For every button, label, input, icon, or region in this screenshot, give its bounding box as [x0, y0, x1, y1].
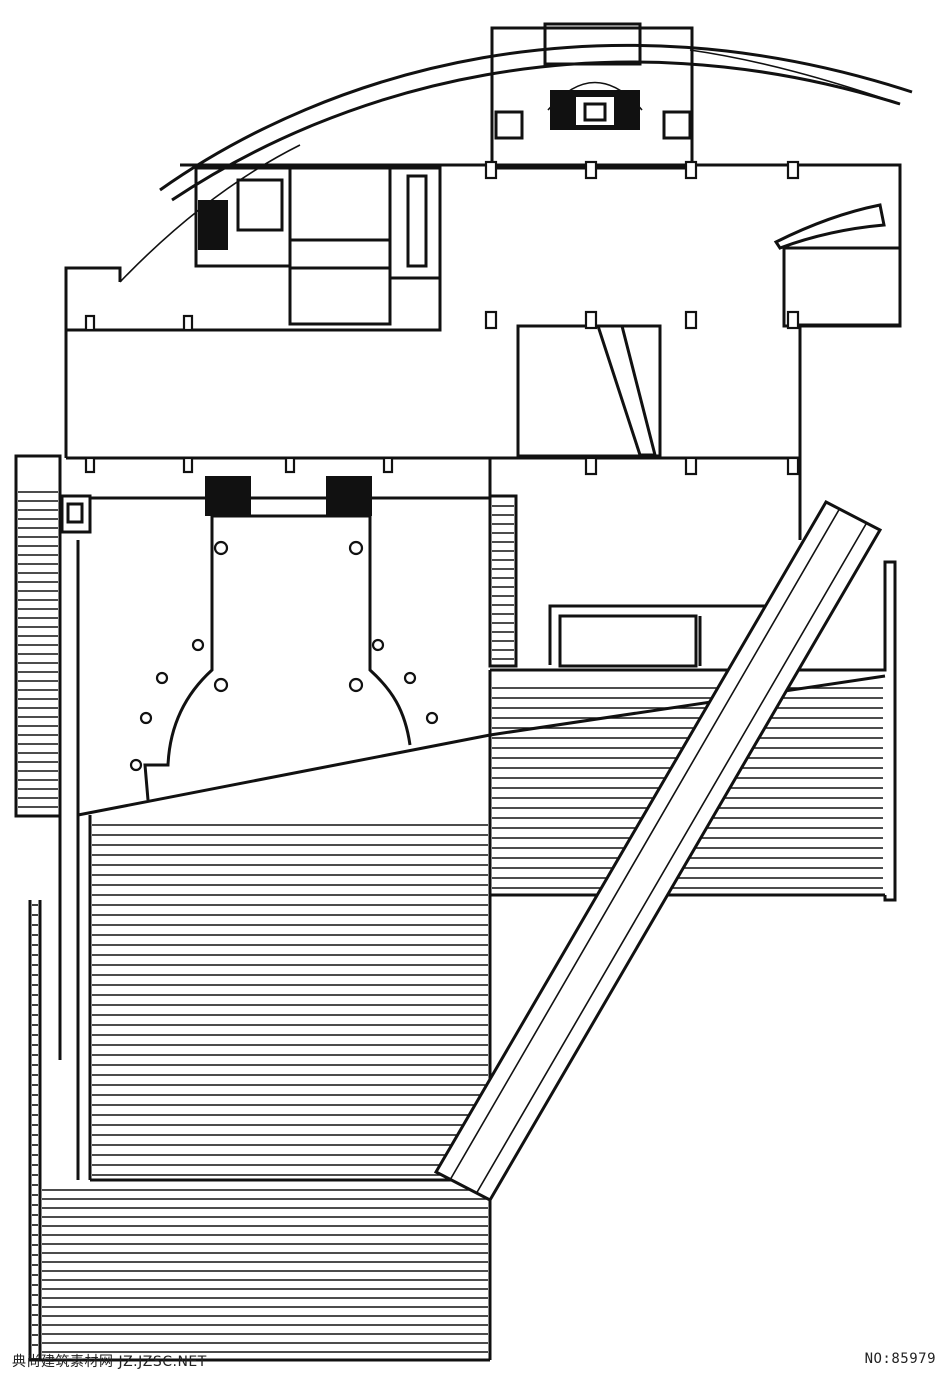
diagonal-ramp — [433, 500, 883, 1202]
watermark-site: 典尚建筑素材网 JZ.JZSC.NET — [12, 1354, 207, 1370]
watermark-number: NO:85979 — [864, 1351, 936, 1367]
structural-columns — [84, 160, 800, 476]
auditorium — [90, 476, 490, 801]
grand-stair — [28, 560, 897, 1362]
west-stair — [14, 454, 92, 1180]
east-rooms — [488, 494, 780, 668]
upper-block — [64, 163, 902, 665]
